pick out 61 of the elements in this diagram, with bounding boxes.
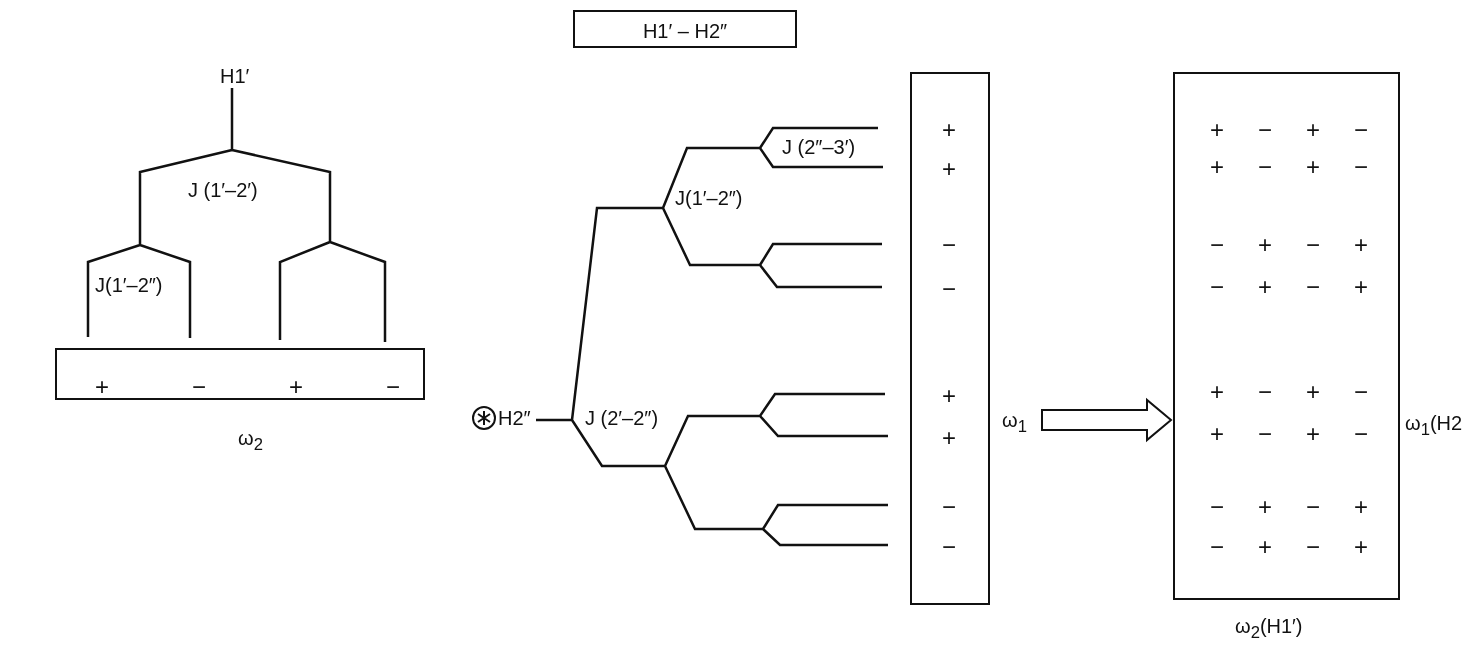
sign-symbol: −: [1306, 275, 1320, 299]
sign-symbol: +: [1210, 118, 1224, 142]
sign-symbol: −: [1306, 495, 1320, 519]
sign-symbol: +: [942, 157, 956, 181]
sign-symbol: −: [1210, 275, 1224, 299]
sign-symbol: +: [1306, 155, 1320, 179]
sign-symbol: +: [1354, 535, 1368, 559]
axis-label: ω$_{1}$(H2: [1405, 413, 1463, 439]
sign-symbol: +: [95, 375, 109, 399]
sign-symbol: −: [1354, 155, 1368, 179]
sign-symbol: +: [1354, 233, 1368, 257]
sign-symbol: −: [1258, 155, 1272, 179]
sign-symbol: +: [1210, 380, 1224, 404]
sign-symbol: −: [1258, 380, 1272, 404]
coupling-label: J (2″–3′): [782, 137, 856, 157]
coupling-label: H2″: [498, 408, 531, 428]
spectrum-bracket: [55, 348, 425, 400]
coupling-label: J(1′–2″): [95, 275, 163, 295]
box-title: H1′ – H2″: [641, 21, 729, 41]
sign-symbol: +: [289, 375, 303, 399]
sign-symbol: +: [1210, 155, 1224, 179]
sign-symbol: −: [1354, 118, 1368, 142]
hollow-arrow: [1041, 397, 1173, 443]
sign-symbol: −: [386, 375, 400, 399]
sign-symbol: −: [1258, 422, 1272, 446]
sign-symbol: +: [1306, 380, 1320, 404]
sign-symbol: −: [942, 495, 956, 519]
sign-symbol: −: [192, 375, 206, 399]
sign-symbol: +: [1354, 275, 1368, 299]
title-box: [573, 10, 797, 48]
sign-symbol: −: [1354, 380, 1368, 404]
sign-symbol: +: [1306, 118, 1320, 142]
sign-symbol: −: [1210, 535, 1224, 559]
spectrum-bracket: [910, 72, 990, 605]
sign-symbol: +: [1354, 495, 1368, 519]
sign-symbol: −: [1306, 233, 1320, 257]
sign-symbol: +: [1306, 422, 1320, 446]
coupling-label: J (2′–2″): [585, 408, 659, 428]
sign-symbol: −: [1306, 535, 1320, 559]
axis-label: ω$_{2}$: [238, 428, 263, 454]
sign-symbol: +: [1258, 233, 1272, 257]
sign-symbol: −: [942, 535, 956, 559]
coupling-label: J (1′–2′): [188, 180, 258, 200]
axis-label: ω$_{2}$(H1′): [1235, 616, 1303, 642]
coupling-label: J(1′–2″): [675, 188, 743, 208]
coupling-label: H1′: [220, 66, 250, 86]
sign-symbol: −: [1354, 422, 1368, 446]
sign-symbol: +: [1258, 275, 1272, 299]
sign-symbol: −: [942, 233, 956, 257]
axis-label: ω$_{1}$: [1002, 410, 1027, 436]
sign-symbol: +: [1258, 535, 1272, 559]
sign-symbol: −: [1258, 118, 1272, 142]
spectrum-box: [1173, 72, 1400, 600]
sign-symbol: +: [1210, 422, 1224, 446]
sign-symbol: −: [1210, 495, 1224, 519]
sign-symbol: +: [942, 118, 956, 142]
sign-symbol: −: [942, 277, 956, 301]
sign-symbol: +: [942, 426, 956, 450]
sign-symbol: +: [942, 384, 956, 408]
sign-symbol: +: [1258, 495, 1272, 519]
sign-symbol: −: [1210, 233, 1224, 257]
